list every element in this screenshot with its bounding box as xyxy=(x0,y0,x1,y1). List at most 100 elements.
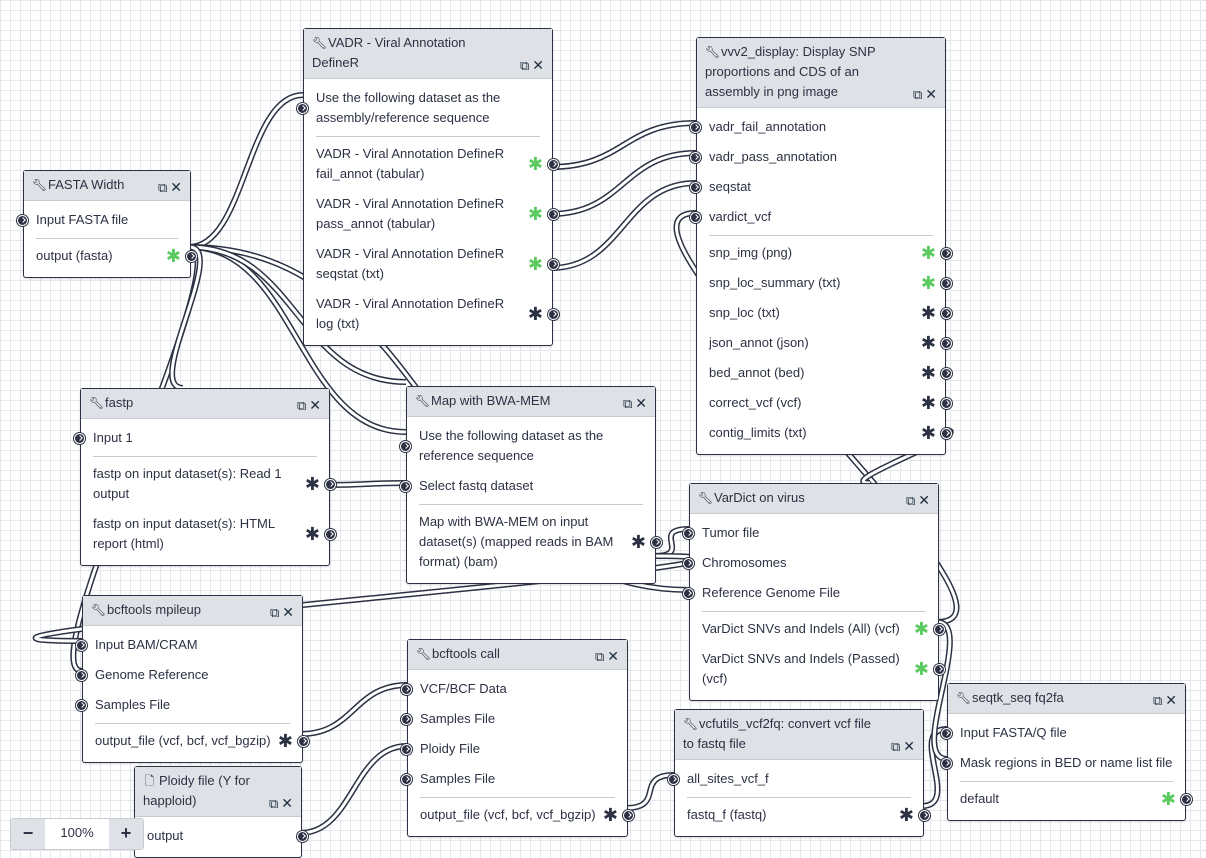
zoom-out-button[interactable]: − xyxy=(11,819,45,849)
workflow-output-star-icon[interactable]: ✱ xyxy=(527,304,543,324)
node-header[interactable]: 🔧︎seqtk_seq fq2fa ⧉✕ xyxy=(948,684,1185,714)
workflow-output-star-icon[interactable]: ✱ xyxy=(913,619,929,639)
close-icon[interactable]: ✕ xyxy=(282,604,294,620)
node-header[interactable]: 🔧︎vcfutils_vcf2fq: convert vcf file to f… xyxy=(675,710,923,760)
output-terminal[interactable] xyxy=(941,428,952,439)
input-terminal[interactable] xyxy=(690,152,701,163)
node-vadr[interactable]: 🔧︎VADR - Viral Annotation DefineR ⧉✕ Use… xyxy=(297,28,559,346)
workflow-output-star-icon[interactable]: ✱ xyxy=(920,243,936,263)
close-icon[interactable]: ✕ xyxy=(607,648,619,664)
output-terminal[interactable] xyxy=(941,278,952,289)
copy-icon[interactable]: ⧉ xyxy=(296,398,307,413)
workflow-output-star-icon[interactable]: ✱ xyxy=(920,393,936,413)
input-terminal[interactable] xyxy=(76,700,87,711)
input-terminal[interactable] xyxy=(690,212,701,223)
input-terminal[interactable] xyxy=(668,774,679,785)
workflow-output-star-icon[interactable]: ✱ xyxy=(277,731,293,751)
close-icon[interactable]: ✕ xyxy=(918,492,930,508)
node-bcftools-mpileup[interactable]: 🔧︎bcftools mpileup ⧉✕ Input BAM/CRAM Gen… xyxy=(76,595,309,763)
output-terminal[interactable] xyxy=(297,831,308,842)
copy-icon[interactable]: ⧉ xyxy=(890,739,901,754)
output-terminal[interactable] xyxy=(941,308,952,319)
workflow-output-star-icon[interactable]: ✱ xyxy=(920,303,936,323)
output-terminal[interactable] xyxy=(623,810,634,821)
workflow-output-star-icon[interactable]: ✱ xyxy=(920,423,936,443)
workflow-output-star-icon[interactable]: ✱ xyxy=(920,363,936,383)
copy-icon[interactable]: ⧉ xyxy=(1152,693,1163,708)
copy-icon[interactable]: ⧉ xyxy=(912,87,923,102)
node-ploidy-file[interactable]: 🗋︎Ploidy file (Y for happloid) ⧉✕ output xyxy=(134,766,308,858)
input-terminal[interactable] xyxy=(941,758,952,769)
workflow-output-star-icon[interactable]: ✱ xyxy=(920,273,936,293)
output-terminal[interactable] xyxy=(325,479,336,490)
node-seqtk-seq[interactable]: 🔧︎seqtk_seq fq2fa ⧉✕ Input FASTA/Q file … xyxy=(941,683,1192,821)
output-terminal[interactable] xyxy=(186,251,197,262)
input-terminal[interactable] xyxy=(683,528,694,539)
node-bcftools-call[interactable]: 🔧︎bcftools call ⧉✕ VCF/BCF Data Samples … xyxy=(401,639,634,837)
copy-icon[interactable]: ⧉ xyxy=(268,796,279,811)
input-terminal[interactable] xyxy=(401,714,412,725)
node-header[interactable]: 🔧︎bcftools call ⧉✕ xyxy=(408,640,627,670)
input-terminal[interactable] xyxy=(683,588,694,599)
close-icon[interactable]: ✕ xyxy=(281,795,293,811)
node-header[interactable]: 🔧︎VarDict on virus ⧉✕ xyxy=(690,484,938,514)
workflow-output-star-icon[interactable]: ✱ xyxy=(527,154,543,174)
node-fasta-width[interactable]: 🔧︎FASTA Width ⧉✕ Input FASTA file output… xyxy=(17,170,197,278)
workflow-output-star-icon[interactable]: ✱ xyxy=(527,204,543,224)
input-terminal[interactable] xyxy=(401,774,412,785)
output-terminal[interactable] xyxy=(919,810,930,821)
copy-icon[interactable]: ⧉ xyxy=(905,493,916,508)
input-terminal[interactable] xyxy=(683,558,694,569)
output-terminal[interactable] xyxy=(548,209,559,220)
node-header[interactable]: 🔧︎Map with BWA-MEM ⧉✕ xyxy=(407,387,655,417)
zoom-in-button[interactable]: + xyxy=(109,819,143,849)
node-bwa-mem[interactable]: 🔧︎Map with BWA-MEM ⧉✕ Use the following … xyxy=(400,386,662,584)
close-icon[interactable]: ✕ xyxy=(170,179,182,195)
node-vvv2-display[interactable]: 🔧︎vvv2_display: Display SNP proportions … xyxy=(690,37,952,455)
copy-icon[interactable]: ⧉ xyxy=(269,605,280,620)
output-terminal[interactable] xyxy=(548,259,559,270)
copy-icon[interactable]: ⧉ xyxy=(519,58,530,73)
input-terminal[interactable] xyxy=(17,215,28,226)
input-terminal[interactable] xyxy=(400,441,411,452)
workflow-output-star-icon[interactable]: ✱ xyxy=(602,805,618,825)
node-header[interactable]: 🔧︎FASTA Width ⧉✕ xyxy=(24,171,190,201)
close-icon[interactable]: ✕ xyxy=(532,57,544,73)
input-terminal[interactable] xyxy=(401,684,412,695)
input-terminal[interactable] xyxy=(76,640,87,651)
output-terminal[interactable] xyxy=(1181,794,1192,805)
output-terminal[interactable] xyxy=(941,338,952,349)
output-terminal[interactable] xyxy=(941,368,952,379)
node-header[interactable]: 🔧︎vvv2_display: Display SNP proportions … xyxy=(697,38,945,108)
input-terminal[interactable] xyxy=(690,182,701,193)
node-header[interactable]: 🔧︎bcftools mpileup ⧉✕ xyxy=(83,596,302,626)
copy-icon[interactable]: ⧉ xyxy=(622,396,633,411)
output-terminal[interactable] xyxy=(934,624,945,635)
output-terminal[interactable] xyxy=(548,159,559,170)
node-vcfutils-vcf2fq[interactable]: 🔧︎vcfutils_vcf2fq: convert vcf file to f… xyxy=(668,709,930,837)
input-terminal[interactable] xyxy=(941,728,952,739)
node-vardict[interactable]: 🔧︎VarDict on virus ⧉✕ Tumor file Chromos… xyxy=(683,483,945,701)
workflow-output-star-icon[interactable]: ✱ xyxy=(920,333,936,353)
input-terminal[interactable] xyxy=(297,103,308,114)
close-icon[interactable]: ✕ xyxy=(635,395,647,411)
node-header[interactable]: 🔧︎VADR - Viral Annotation DefineR ⧉✕ xyxy=(304,29,552,79)
close-icon[interactable]: ✕ xyxy=(903,738,915,754)
input-terminal[interactable] xyxy=(400,481,411,492)
close-icon[interactable]: ✕ xyxy=(1165,692,1177,708)
workflow-output-star-icon[interactable]: ✱ xyxy=(165,246,181,266)
close-icon[interactable]: ✕ xyxy=(309,397,321,413)
input-terminal[interactable] xyxy=(74,433,85,444)
workflow-output-star-icon[interactable]: ✱ xyxy=(527,254,543,274)
workflow-output-star-icon[interactable]: ✱ xyxy=(304,474,320,494)
output-terminal[interactable] xyxy=(325,529,336,540)
input-terminal[interactable] xyxy=(401,744,412,755)
output-terminal[interactable] xyxy=(941,398,952,409)
copy-icon[interactable]: ⧉ xyxy=(157,180,168,195)
workflow-output-star-icon[interactable]: ✱ xyxy=(913,659,929,679)
node-header[interactable]: 🔧︎fastp ⧉✕ xyxy=(81,389,329,419)
copy-icon[interactable]: ⧉ xyxy=(594,649,605,664)
workflow-output-star-icon[interactable]: ✱ xyxy=(630,532,646,552)
output-terminal[interactable] xyxy=(548,309,559,320)
close-icon[interactable]: ✕ xyxy=(925,86,937,102)
